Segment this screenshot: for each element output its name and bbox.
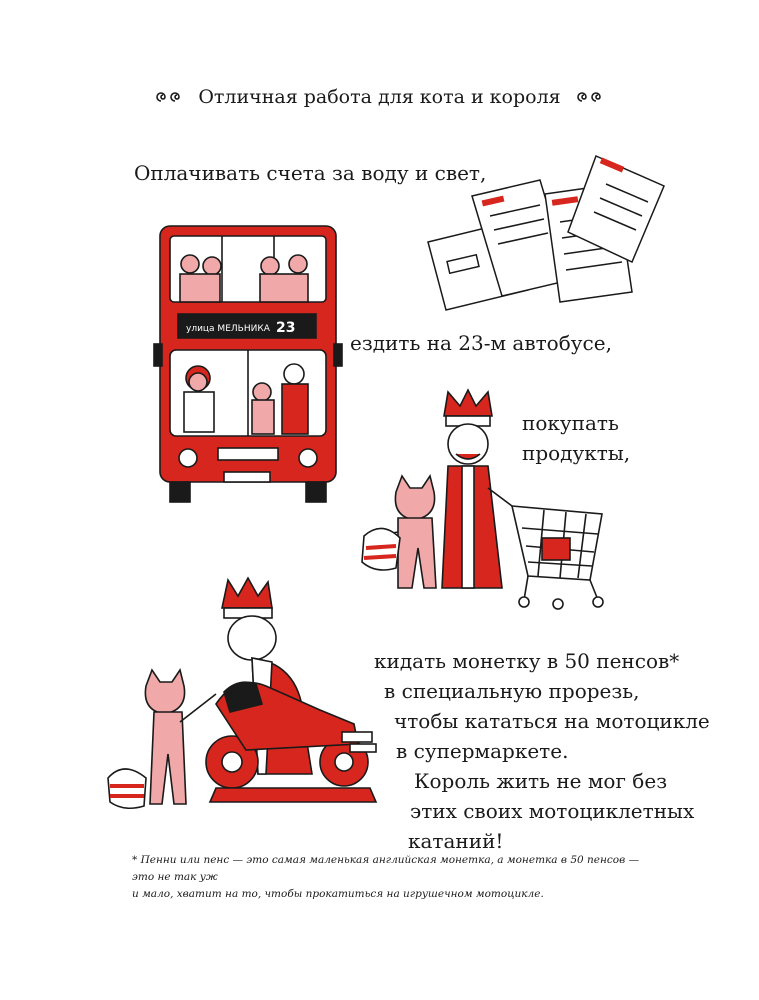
shopping-illustration bbox=[361, 388, 604, 610]
cat-bag bbox=[107, 768, 147, 810]
bus-destination-sign bbox=[177, 313, 317, 339]
caption-bus: ездить на 23-м автобусе, bbox=[350, 331, 612, 355]
caption-moto-line1: кидать монетку в 50 пенсов* bbox=[374, 649, 680, 673]
swirl-ornament-right-icon bbox=[576, 92, 601, 102]
bills-illustration bbox=[427, 154, 665, 311]
bill-sheet-3 bbox=[567, 154, 665, 264]
moto-base bbox=[208, 787, 378, 803]
caption-moto-line6: этих своих мотоциклетных bbox=[410, 799, 695, 823]
footnote-line1: * Пенни или пенс — это самая маленькая а… bbox=[132, 854, 640, 883]
cat-head bbox=[144, 668, 186, 715]
caption-moto-line7: катаний! bbox=[408, 829, 504, 853]
cat-bag bbox=[361, 527, 401, 571]
cat-head bbox=[394, 474, 436, 521]
caption-moto-line3: чтобы кататься на мотоцикле bbox=[394, 709, 710, 733]
caption-moto-line4: в супермаркете. bbox=[396, 739, 569, 763]
caption-shop-line2: продукты, bbox=[522, 441, 631, 465]
bus-route-number: 23 bbox=[276, 320, 295, 336]
king-crown bbox=[443, 388, 493, 417]
footnote: * Пенни или пенс — это самая маленькая а… bbox=[132, 852, 642, 903]
caption-moto-line2: в специальную прорезь, bbox=[384, 679, 640, 703]
caption-bills: Оплачивать счета за воду и свет, bbox=[134, 161, 487, 185]
king-crown bbox=[221, 576, 273, 609]
caption-moto-line5: Король жить не мог без bbox=[414, 769, 668, 793]
footnote-line2: и мало, хватит на то, чтобы прокатиться … bbox=[132, 888, 544, 900]
bus-illustration: улица МЕЛЬНИКА 23 bbox=[153, 225, 343, 503]
caption-shop-line1: покупать bbox=[522, 411, 619, 435]
page-header: Отличная работа для кота и короля bbox=[0, 86, 759, 108]
motorcycle-illustration bbox=[107, 576, 378, 810]
bus-street-label: улица МЕЛЬНИКА bbox=[186, 324, 271, 334]
swirl-ornament-left-icon bbox=[156, 92, 181, 102]
cat-body bbox=[149, 711, 187, 805]
king-head bbox=[227, 615, 277, 661]
page-title: Отличная работа для кота и короля bbox=[198, 86, 561, 108]
cat-body bbox=[397, 517, 437, 589]
